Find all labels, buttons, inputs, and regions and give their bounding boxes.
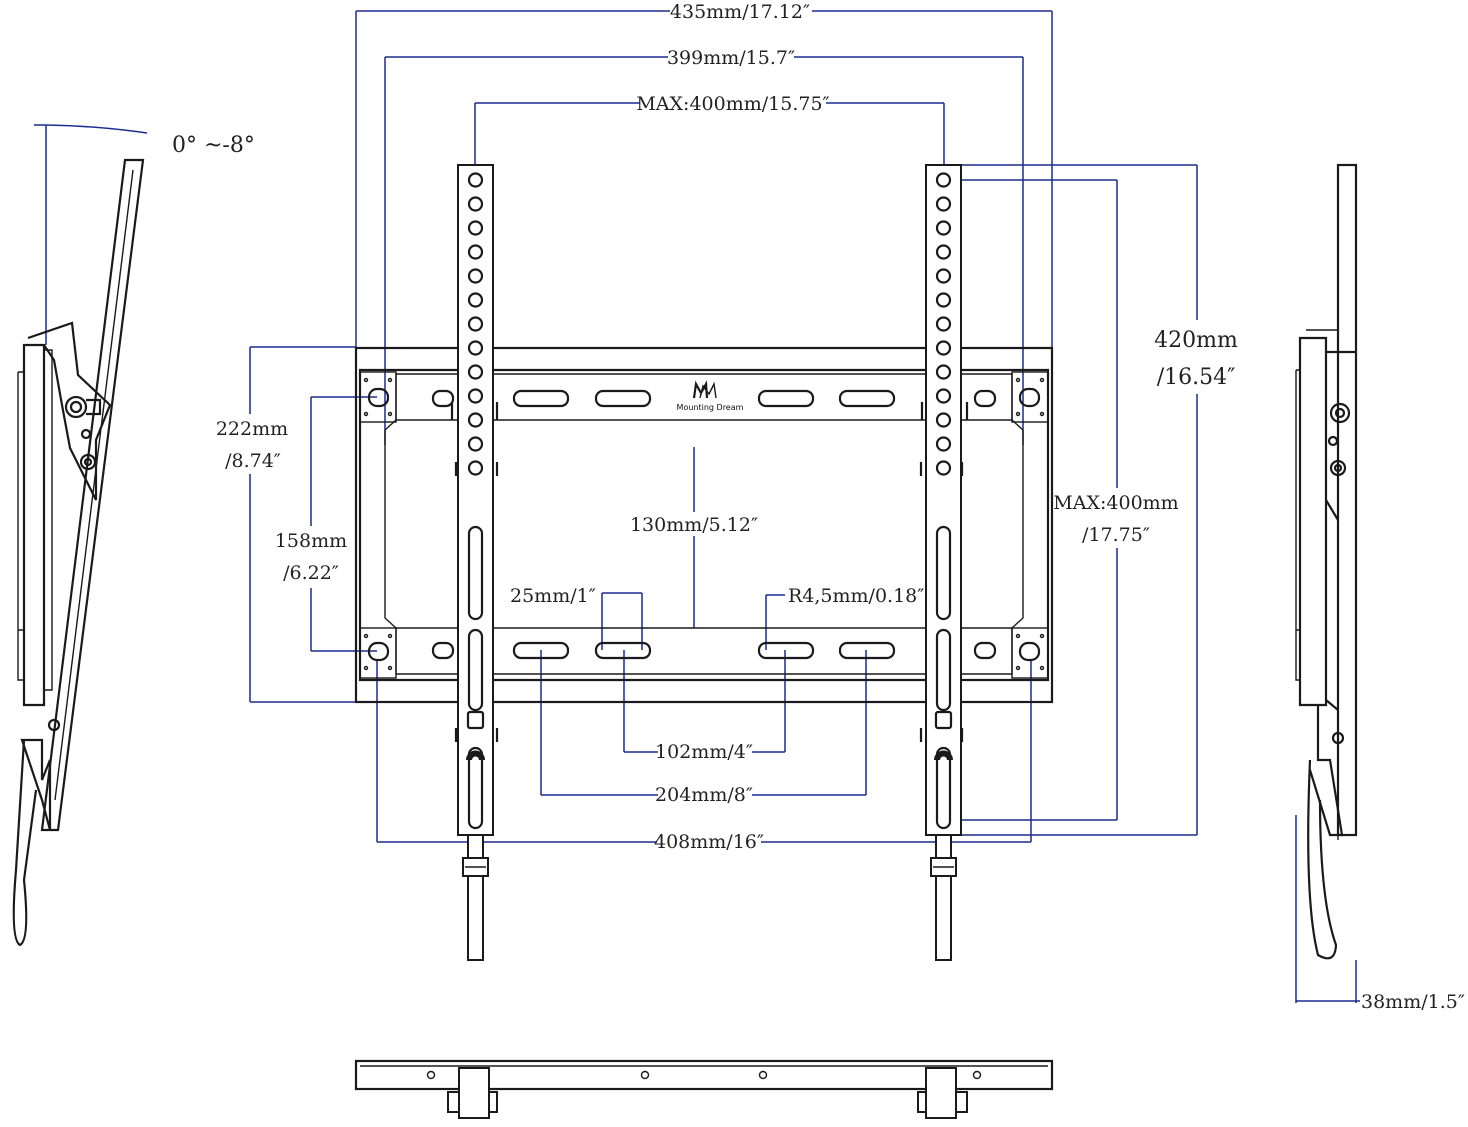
right-side-view [1295, 163, 1358, 960]
dimension-lines [34, 10, 1360, 1003]
left-arm [457, 164, 494, 961]
label-outer-hole-spacing: 408mm/16″ [654, 831, 764, 853]
bottom-view [354, 1059, 1054, 1119]
label-slot-spacing-mm: 158mm [275, 530, 347, 552]
brand-logo: Mounting Dream [677, 380, 744, 412]
label-vesa-max-height-in: /17.75″ [1082, 524, 1150, 546]
label-tilt-range: 0° ~-8° [172, 133, 255, 158]
label-vesa-max-height-mm: MAX:400mm [1053, 492, 1178, 514]
dimension-labels: 435mm/17.12″ 399mm/15.7″ MAX:400mm/15.75… [172, 1, 1465, 1013]
label-slot-spacing-in: /6.22″ [283, 562, 339, 584]
right-arm [925, 164, 962, 961]
label-slot-radius: R4,5mm/0.18″ [788, 585, 924, 607]
label-plate-height-in: /8.74″ [225, 450, 281, 472]
front-view: Mounting Dream [354, 164, 1054, 961]
label-profile-depth: 38mm/1.5″ [1361, 991, 1465, 1013]
label-inner-width: 399mm/15.7″ [667, 47, 795, 69]
left-side-view-tilted [12, 158, 145, 947]
label-plate-height-mm: 222mm [216, 418, 288, 440]
label-vesa-max-width: MAX:400mm/15.75″ [636, 93, 829, 115]
label-center-gap: 130mm/5.12″ [630, 514, 758, 536]
label-slot-width: 25mm/1″ [510, 585, 596, 607]
brand-logo-text: Mounting Dream [677, 403, 744, 412]
label-arm-height-mm: 420mm [1154, 328, 1238, 353]
label-arm-height-in: /16.54″ [1157, 365, 1236, 390]
label-stud-spacing-small: 102mm/4″ [655, 741, 753, 763]
label-stud-spacing-large: 204mm/8″ [655, 784, 753, 806]
label-overall-width: 435mm/17.12″ [670, 1, 810, 23]
